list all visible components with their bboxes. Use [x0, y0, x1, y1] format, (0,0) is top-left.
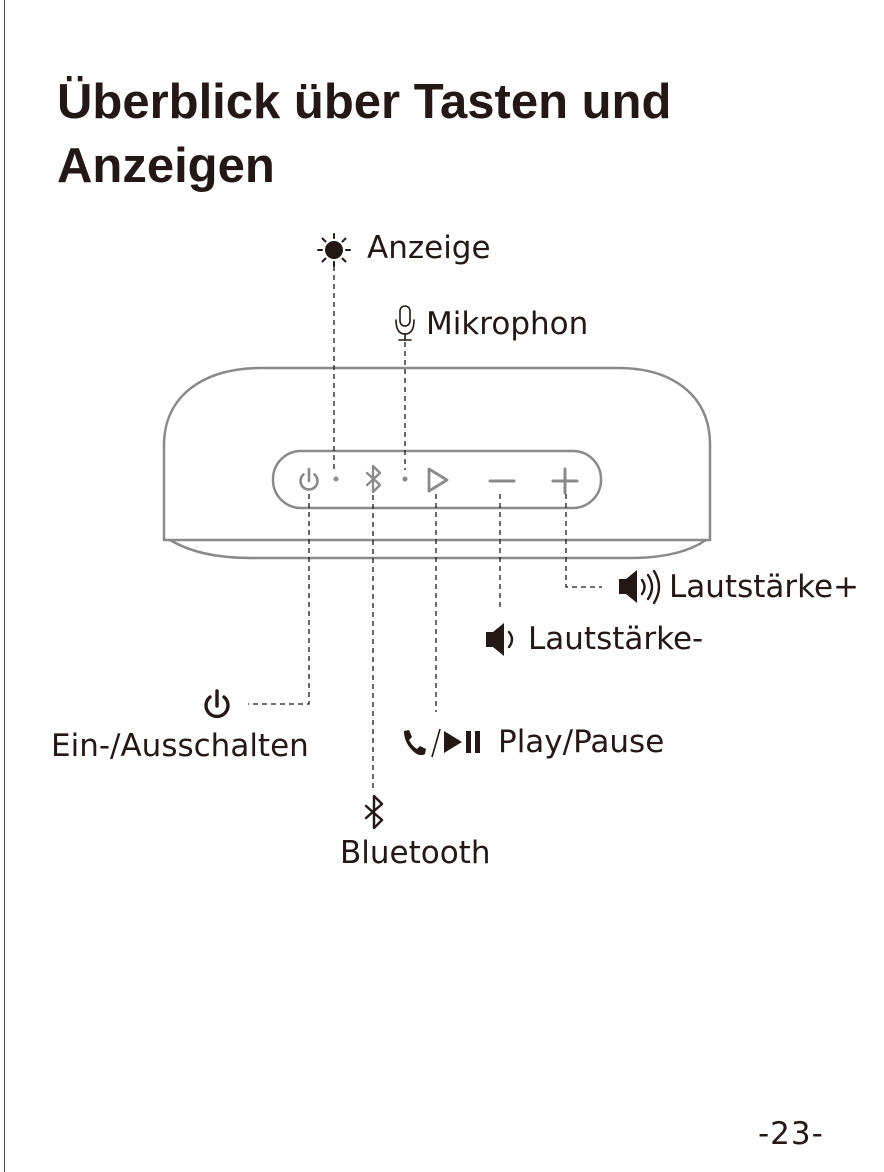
- speaker-quiet-icon: [486, 623, 512, 656]
- microphone-hole: [403, 477, 408, 482]
- indicator-label: Anzeige: [367, 233, 491, 264]
- control-panel: [273, 451, 601, 508]
- volume-up-label: Lautstärke+: [669, 572, 859, 603]
- volume-down-label: Lautstärke-: [528, 624, 703, 655]
- page-number: -23-: [758, 1116, 824, 1152]
- speaker-loud-icon: [619, 570, 659, 603]
- play-pause-icon: [444, 731, 480, 753]
- slash-divider: [432, 729, 440, 757]
- power-icon: [206, 691, 228, 716]
- bluetooth-icon: [366, 796, 382, 828]
- indicator-light: [334, 477, 339, 482]
- sun-icon: [318, 234, 350, 266]
- phone-icon: [404, 730, 426, 755]
- play-pause-label: Play/Pause: [498, 727, 664, 758]
- bluetooth-label: Bluetooth: [340, 838, 491, 869]
- power-label: Ein-/Ausschalten: [51, 731, 309, 762]
- microphone-icon: [396, 306, 414, 340]
- microphone-label: Mikrophon: [426, 309, 588, 340]
